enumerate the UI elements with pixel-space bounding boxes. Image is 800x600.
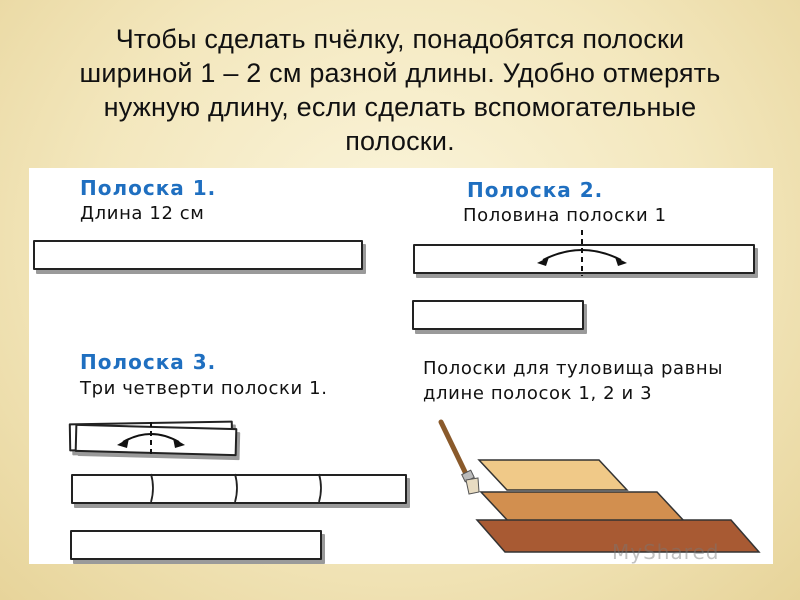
paintbrush-icon bbox=[438, 419, 480, 495]
strip-1-caption: Длина 12 см bbox=[80, 203, 205, 224]
strip-1-title: Полоска 1. bbox=[80, 176, 217, 200]
strip-1 bbox=[33, 240, 363, 270]
intro-line-2: шириной 1 – 2 см разной длины. Удобно от… bbox=[79, 58, 721, 88]
strip-3-title: Полоска 3. bbox=[80, 350, 217, 374]
illustration-panel: Полоска 1. Длина 12 см Полоска 2. Полови… bbox=[29, 168, 773, 564]
watermark: MyShared bbox=[612, 540, 720, 564]
strip-3 bbox=[70, 530, 322, 560]
crease-marks bbox=[150, 473, 322, 503]
strip-2-full bbox=[413, 244, 755, 274]
intro-text: Чтобы сделать пчёлку, понадобятся полоск… bbox=[40, 22, 760, 158]
strip-2-half bbox=[412, 300, 584, 330]
fold-arrow-icon bbox=[117, 422, 185, 454]
body-strips-text-line-2: длине полосок 1, 2 и 3 bbox=[423, 383, 653, 404]
strip-2-caption: Половина полоски 1 bbox=[463, 205, 667, 226]
strip-3-caption: Три четверти полоски 1. bbox=[80, 378, 328, 399]
intro-line-3: нужную длину, если сделать вспомогательн… bbox=[103, 92, 697, 122]
body-strips-text-line-1: Полоски для туловища равны bbox=[423, 358, 724, 379]
intro-line-1: Чтобы сделать пчёлку, понадобятся полоск… bbox=[115, 24, 685, 54]
fold-arrow-icon bbox=[537, 230, 627, 276]
strip-3-creased bbox=[71, 474, 407, 504]
colored-strips-illustration bbox=[475, 459, 761, 553]
intro-line-4: полоски. bbox=[345, 126, 455, 156]
strip-2-title: Полоска 2. bbox=[467, 178, 604, 202]
